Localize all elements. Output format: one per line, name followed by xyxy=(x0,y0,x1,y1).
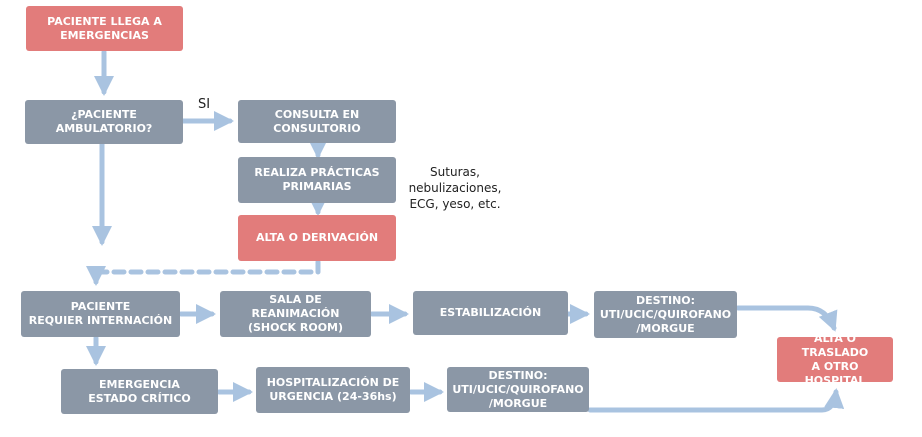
label-practicas-examples: Suturas, nebulizaciones, ECG, yeso, etc. xyxy=(408,165,502,211)
node-paciente-internacion: PACIENTE REQUIER INTERNACIÓN xyxy=(21,291,180,337)
node-destino-1: DESTINO: UTI/UCIC/QUIROFANO /MORGUE xyxy=(594,291,737,338)
node-consulta-consultorio: CONSULTA EN CONSULTORIO xyxy=(238,100,396,143)
arrow-destino1-to-alta-traslado xyxy=(735,305,838,332)
arrow-alta-to-internacion-dashed xyxy=(86,259,321,286)
node-emergencia-critico: EMERGENCIA ESTADO CRÍTICO xyxy=(61,369,218,414)
arrow-destino2-to-alta-traslado xyxy=(587,388,845,413)
node-estabilizacion: ESTABILIZACIÓN xyxy=(413,291,568,335)
node-paciente-ambulatorio: ¿PACIENTE AMBULATORIO? xyxy=(25,100,183,144)
label-si: SI xyxy=(198,97,211,112)
node-practicas-primarias: REALIZA PRÁCTICAS PRIMARIAS xyxy=(238,157,396,203)
node-alta-derivacion: ALTA O DERIVACIÓN xyxy=(238,215,396,261)
node-paciente-llega: PACIENTE LLEGA A EMERGENCIAS xyxy=(26,6,183,51)
node-hospitalizacion-urgencia: HOSPITALIZACIÓN DE URGENCIA (24-36hs) xyxy=(256,367,410,413)
node-destino-2: DESTINO: UTI/UCIC/QUIROFANO /MORGUE xyxy=(447,367,589,412)
node-alta-traslado: ALTA O TRASLADO A OTRO HOSPITAL xyxy=(777,332,893,387)
node-sala-reanimacion: SALA DE REANIMACIÓN (SHOCK ROOM) xyxy=(220,291,371,337)
